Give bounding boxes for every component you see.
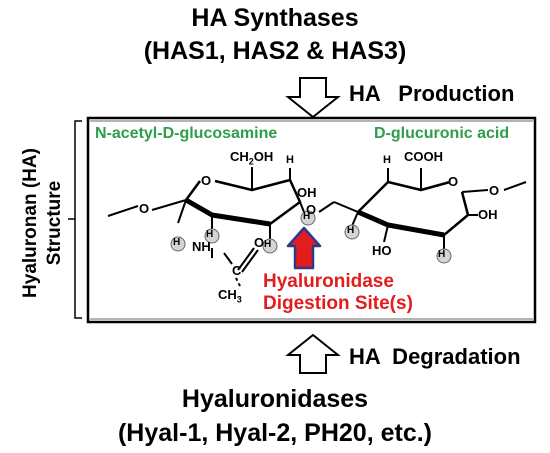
hyaluronidase-label: Hyaluronidase bbox=[263, 271, 394, 292]
ha-synthases-title: HA Synthases bbox=[191, 4, 359, 32]
digestion-site-arrow-icon bbox=[286, 226, 322, 270]
n-acetyl-glucosamine-label: N-acetyl-D-glucosamine bbox=[95, 125, 278, 142]
carbonyl-oxygen: O bbox=[254, 235, 265, 250]
link-oxygen-1: O bbox=[139, 201, 150, 216]
hyaluronidases-title: Hyaluronidases bbox=[181, 385, 369, 413]
ha-synthases-list: (HAS1, HAS2 & HAS3) bbox=[143, 37, 407, 65]
ha-degradation-label: HA Degradation bbox=[349, 344, 521, 369]
h-atom: H bbox=[173, 237, 181, 248]
ho-label: HO bbox=[372, 243, 392, 258]
side-label-line2: Structure bbox=[44, 180, 65, 266]
degradation-arrow-icon bbox=[285, 333, 341, 374]
production-arrow-icon bbox=[285, 77, 341, 119]
ch3-label: CH3 bbox=[218, 287, 242, 305]
hyaluronidases-list: (Hyal-1, Hyal-2, PH20, etc.) bbox=[117, 419, 432, 447]
glucuronic-acid-label: D-glucuronic acid bbox=[374, 125, 510, 142]
cooh-label: COOH bbox=[404, 149, 443, 164]
digestion-site-label: Digestion Site(s) bbox=[263, 293, 413, 314]
oh-label-1: OH bbox=[297, 185, 317, 200]
ch2oh-label: CH2OH bbox=[230, 149, 274, 167]
ring-oxygen-2: O bbox=[448, 174, 459, 189]
h-atom: H bbox=[286, 154, 294, 166]
side-bracket bbox=[68, 120, 82, 319]
h-atom: H bbox=[206, 229, 214, 240]
side-structure-label: Hyaluronan (HA) Structure bbox=[19, 143, 69, 303]
hydrogen-markers bbox=[170, 210, 452, 264]
glucosamine-ring bbox=[107, 167, 335, 289]
link-oxygen-2: O bbox=[306, 202, 317, 217]
oh-label-2: OH bbox=[478, 207, 498, 222]
h-atom: H bbox=[303, 211, 311, 222]
carbonyl-carbon: C bbox=[232, 263, 242, 278]
glucuronic-ring bbox=[333, 168, 527, 250]
h-atom: H bbox=[347, 225, 355, 236]
nh-label: NH bbox=[192, 239, 211, 254]
ring-oxygen-1: O bbox=[201, 173, 212, 188]
h-atom: H bbox=[438, 249, 446, 260]
side-label-line1: Hyaluronan (HA) bbox=[20, 148, 41, 298]
h-atom: H bbox=[264, 239, 272, 250]
link-oxygen-3: O bbox=[489, 183, 500, 198]
ha-production-label: HA Production bbox=[349, 81, 515, 106]
h-atom: H bbox=[383, 154, 391, 166]
